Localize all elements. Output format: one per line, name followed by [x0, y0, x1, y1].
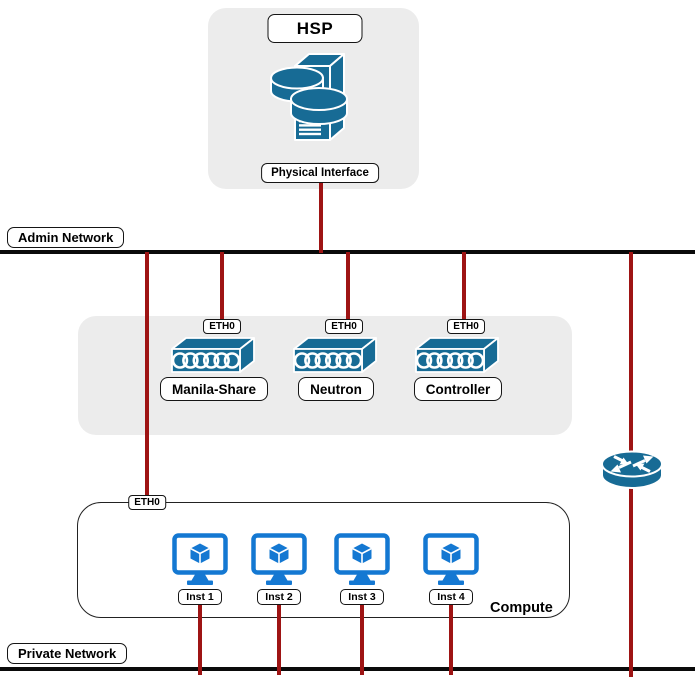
- private-network-text: Private Network: [18, 646, 117, 661]
- connector-inst4-private: [449, 604, 453, 675]
- manila-share-name-text: Manila-Share: [171, 381, 257, 397]
- physical-interface-label: Physical Interface: [261, 163, 379, 183]
- neutron-eth0-label: ETH0: [325, 319, 363, 334]
- instance-1-text: Inst 1: [186, 591, 214, 603]
- private-network-line: [0, 667, 695, 671]
- neutron-name-text: Neutron: [310, 381, 362, 397]
- lan-switch-icon: [170, 336, 258, 374]
- neutron-name-label: Neutron: [298, 377, 374, 401]
- instance-3-text: Inst 3: [348, 591, 376, 603]
- vm-monitor-icon: [172, 533, 228, 586]
- router-icon: [600, 445, 664, 495]
- switch-node-manila-share: ETH0 Manila-Share: [154, 319, 274, 401]
- hsp-title-text: HSP: [296, 18, 334, 38]
- neutron-eth0-text: ETH0: [331, 321, 357, 332]
- connector-admin-manila-share: [219, 252, 224, 326]
- manila-share-eth0-text: ETH0: [209, 321, 235, 332]
- controller-name-text: Controller: [425, 381, 491, 397]
- connector-admin-compute: [144, 252, 149, 502]
- controller-eth0-text: ETH0: [453, 321, 479, 332]
- controller-name-label: Controller: [413, 377, 503, 401]
- vm-monitor-icon: [423, 533, 479, 586]
- services-panel: [78, 316, 572, 435]
- vm-monitor-icon: [334, 533, 390, 586]
- instance-node-3: Inst 3: [312, 533, 412, 605]
- instance-2-text: Inst 2: [265, 591, 293, 603]
- compute-title: Compute: [490, 600, 553, 616]
- admin-network-text: Admin Network: [18, 230, 114, 245]
- connector-inst1-private: [198, 604, 202, 675]
- lan-switch-icon: [292, 336, 380, 374]
- private-network-label: Private Network: [7, 643, 128, 664]
- compute-eth0-text: ETH0: [134, 497, 160, 508]
- instance-node-4: Inst 4: [401, 533, 501, 605]
- connector-admin-neutron: [345, 252, 350, 326]
- instance-node-2: Inst 2: [229, 533, 329, 605]
- compute-box: [77, 502, 570, 618]
- controller-eth0-label: ETH0: [447, 319, 485, 334]
- vm-monitor-icon: [251, 533, 307, 586]
- admin-network-label: Admin Network: [7, 227, 125, 248]
- instance-3-label: Inst 3: [340, 589, 384, 605]
- compute-eth0-label: ETH0: [128, 495, 166, 510]
- switch-node-neutron: ETH0 Neutron: [276, 319, 396, 401]
- connector-inst3-private: [360, 604, 364, 675]
- switch-node-controller: ETH0 Controller: [398, 319, 518, 401]
- instance-1-label: Inst 1: [178, 589, 222, 605]
- instance-4-label: Inst 4: [429, 589, 473, 605]
- connector-admin-controller: [461, 252, 466, 326]
- instance-node-1: Inst 1: [150, 533, 250, 605]
- instance-4-text: Inst 4: [437, 591, 465, 603]
- connector-hsp-admin: [319, 183, 323, 253]
- physical-interface-text: Physical Interface: [271, 167, 369, 179]
- manila-share-eth0-label: ETH0: [203, 319, 241, 334]
- lan-switch-icon: [414, 336, 502, 374]
- instance-2-label: Inst 2: [257, 589, 301, 605]
- connector-inst2-private: [277, 604, 281, 675]
- manila-share-name-label: Manila-Share: [159, 377, 269, 401]
- hsp-title: HSP: [267, 14, 363, 43]
- storage-server-icon: [270, 50, 360, 148]
